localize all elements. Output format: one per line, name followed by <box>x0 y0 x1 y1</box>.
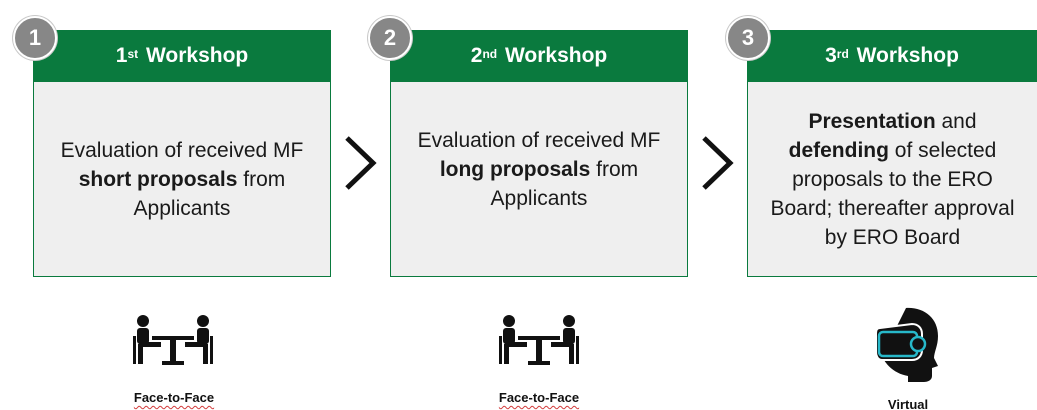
description-line: by ERO Board <box>824 225 961 249</box>
workshop-title-rest-1: Workshop <box>140 44 249 67</box>
mode-text: Face-to-Face <box>498 390 580 405</box>
workshop-title-sup-1: st <box>127 47 139 61</box>
workshop-description-3: Presentation and defending of selected p… <box>747 82 1037 277</box>
description-text: from <box>237 167 286 191</box>
workshop-title-rest-2: Workshop <box>499 44 608 67</box>
description-emphasis: defending <box>788 138 889 162</box>
description-emphasis: Presentation <box>808 109 936 133</box>
face-to-face-meeting-icon <box>499 315 579 365</box>
vr-headset-icon <box>875 307 938 382</box>
workshop-title-num-3: 3 <box>825 44 837 67</box>
description-line: Board; thereafter approval <box>770 196 1015 220</box>
description-line: Applicants <box>133 196 231 220</box>
mode-label-1: Face-to-Face <box>94 390 254 405</box>
workshop-title-num-1: 1 <box>115 44 128 67</box>
workshop-description-2: Evaluation of received MF long proposals… <box>390 82 688 277</box>
mode-text: Virtual <box>887 397 929 410</box>
step-number-badge-1: 1 <box>13 16 57 60</box>
mode-label-2: Face-to-Face <box>459 390 619 405</box>
face-to-face-meeting-icon <box>133 315 213 365</box>
description-line: proposals to the ERO <box>792 167 993 191</box>
workshop-description-1: Evaluation of received MF short proposal… <box>33 82 331 277</box>
mode-label-3: Virtual <box>828 397 988 410</box>
description-emphasis: long proposals <box>439 158 591 181</box>
mode-text: Face-to-Face <box>133 390 215 405</box>
chevron-right-icon <box>345 136 377 190</box>
chevron-right-icon <box>702 136 734 190</box>
description-text: from <box>590 158 639 181</box>
step-number-badge-2: 2 <box>368 16 412 60</box>
description-line: Applicants <box>490 187 588 210</box>
workshop-title-num-2: 2 <box>470 44 483 67</box>
workshop-title-sup-3: rd <box>836 47 849 61</box>
description-text: and <box>935 109 977 133</box>
workshop-title-sup-2: nd <box>482 47 498 61</box>
description-line: Evaluation of received MF <box>417 129 661 152</box>
workshop-title-rest-3: Workshop <box>850 44 959 67</box>
description-line: Evaluation of received MF <box>60 138 304 162</box>
step-number-badge-3: 3 <box>726 16 770 60</box>
description-text: of selected <box>888 138 997 162</box>
description-emphasis: short proposals <box>78 167 238 191</box>
